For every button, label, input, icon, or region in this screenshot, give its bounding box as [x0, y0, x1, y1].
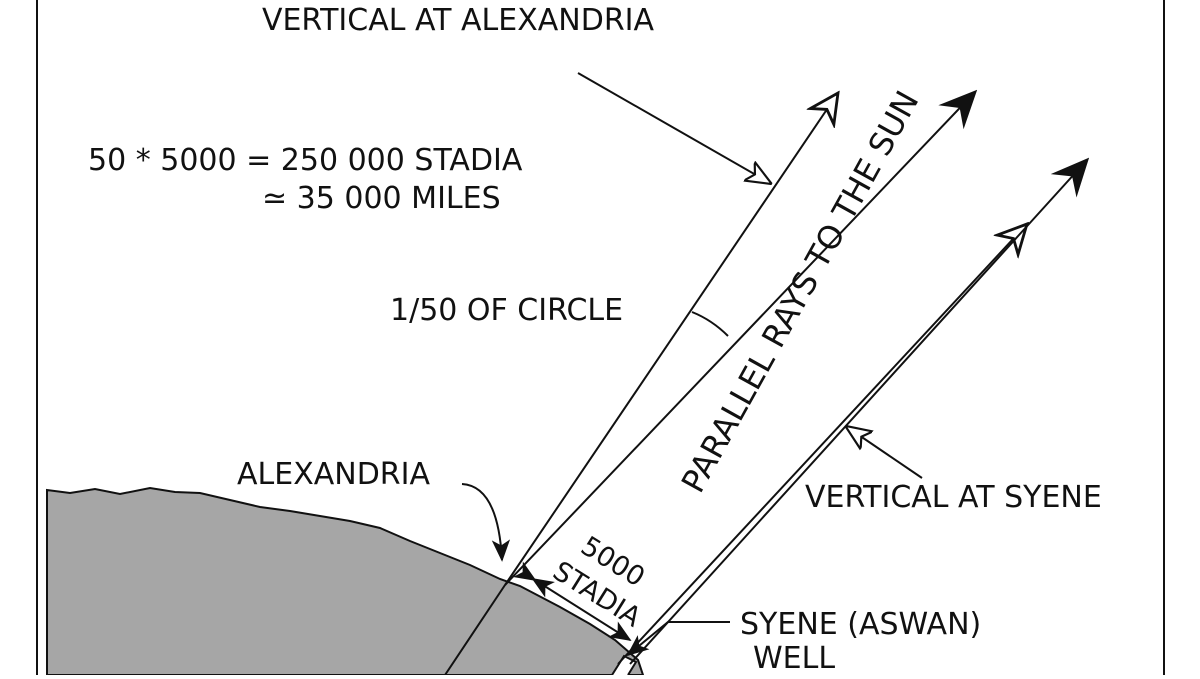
pointer-syene — [626, 621, 730, 657]
formula-line-2: ≃ 35 000 MILES — [262, 181, 501, 216]
pointer-alexandria — [461, 483, 511, 562]
angle-arc — [691, 311, 729, 337]
pointer-vertical-syene — [847, 427, 923, 479]
label-vertical-syene: VERTICAL AT SYENE — [805, 480, 1102, 515]
label-parallel-rays: PARALLEL RAYS TO THE SUN — [674, 84, 927, 498]
sun-ray-alexandria — [504, 89, 978, 586]
label-angle: 1/50 OF CIRCLE — [390, 293, 623, 328]
label-well: WELL — [753, 641, 835, 675]
vertical-alexandria-line — [504, 93, 838, 586]
pointer-vertical-alexandria — [577, 72, 770, 183]
vertical-syene-line — [617, 224, 1027, 665]
well-icon — [611, 654, 638, 676]
label-alexandria: ALEXANDRIA — [237, 457, 431, 492]
sun-ray-syene — [629, 157, 1090, 665]
formula-line-1: 50 * 5000 = 250 000 STADIA — [88, 143, 523, 178]
label-vertical-alexandria: VERTICAL AT ALEXANDRIA — [262, 3, 655, 38]
alexandria-vertical-below-surface — [444, 584, 506, 676]
label-syene: SYENE (ASWAN) — [740, 607, 981, 642]
